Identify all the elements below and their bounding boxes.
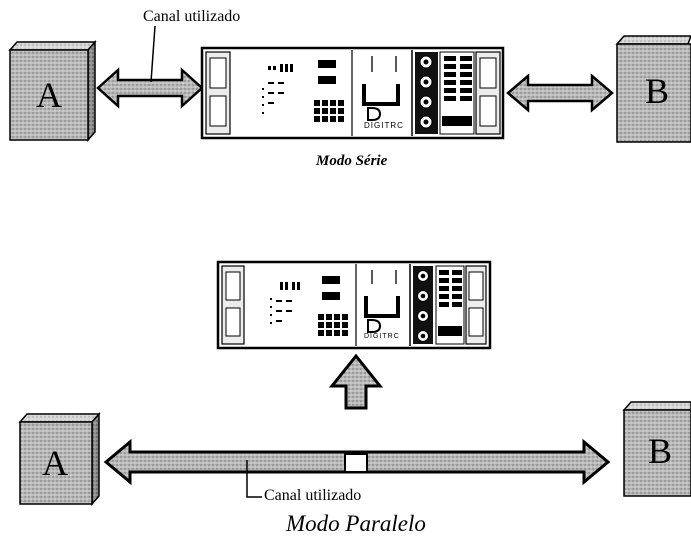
device-paralelo-brand: DIGITRC	[364, 333, 400, 340]
box-b-serie-letter: B	[645, 71, 670, 111]
box-a-paralelo	[18, 412, 101, 506]
device-serie-brand: DIGITRC	[364, 121, 404, 130]
box-b-paralelo-letter: B	[648, 431, 673, 471]
serie-arrow-left	[96, 67, 204, 109]
device-serie	[200, 46, 505, 140]
paralelo-channel-label: Canal utilizado	[264, 487, 362, 504]
paralelo-mode-label: Modo Paralelo	[286, 511, 426, 536]
box-a-serie	[8, 40, 97, 142]
bus-junction	[344, 453, 368, 473]
box-b-serie	[615, 35, 691, 143]
box-a-serie-letter: A	[36, 75, 62, 115]
serie-mode-label: Modo Série	[316, 153, 388, 169]
serie-arrow-right	[506, 73, 614, 113]
device-paralelo	[216, 260, 492, 350]
box-b-paralelo	[622, 401, 691, 497]
paralelo-arrow-up	[328, 353, 384, 410]
serie-channel-label: Canal utilizado	[143, 8, 241, 25]
box-a-paralelo-letter: A	[42, 443, 68, 483]
